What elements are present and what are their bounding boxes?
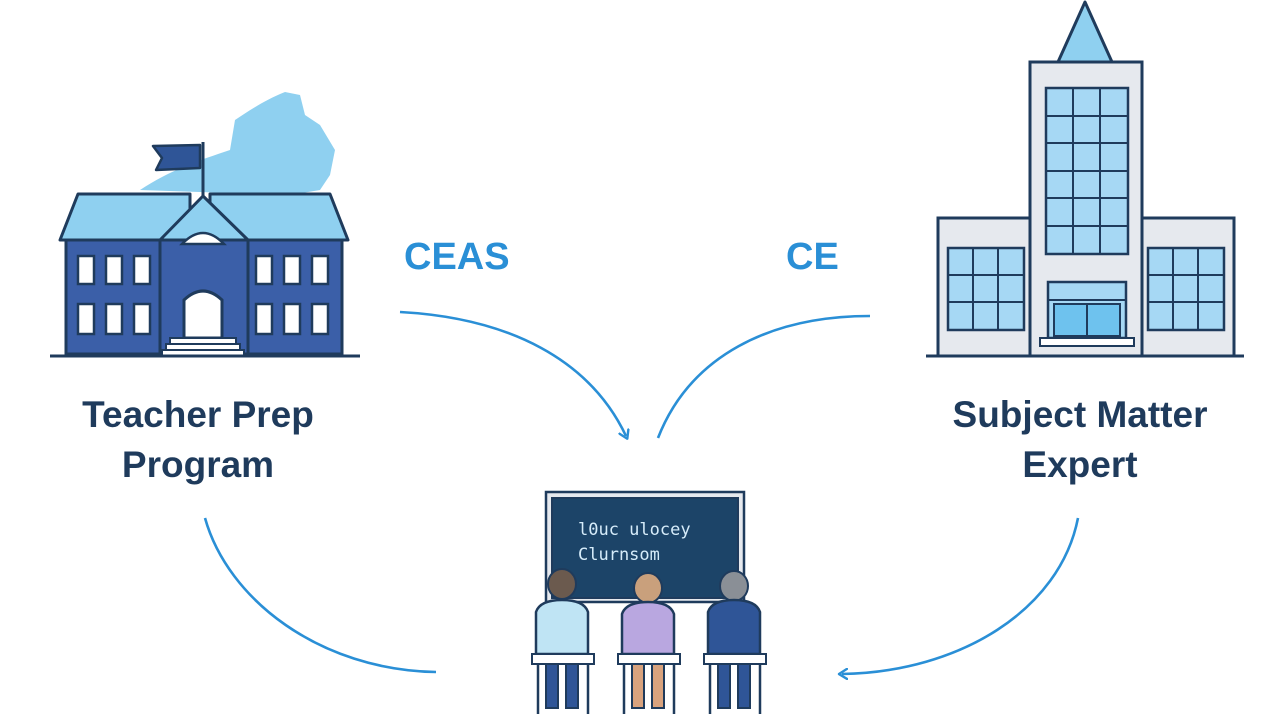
student-left — [531, 568, 595, 714]
pathway-label-ceas: CEAS — [404, 236, 510, 278]
board-text-line2: Clurnsom — [578, 545, 660, 565]
arrow-ceas-to-classroom — [399, 310, 626, 436]
office-tower-icon — [926, 0, 1244, 358]
board-text-line1: l0uc ulocey — [578, 520, 691, 540]
node-label-teacher-prep: Teacher Prep Program — [48, 390, 348, 490]
student-middle — [617, 572, 681, 714]
student-right — [703, 570, 767, 714]
arrow-teacher-prep-to-classroom — [203, 517, 437, 674]
node-label-subject-expert-line2: Expert — [1022, 444, 1138, 485]
arrow-ce-to-classroom — [656, 314, 871, 439]
arrow-subject-expert-to-classroom — [842, 517, 1080, 674]
school-building-icon — [50, 92, 360, 358]
classroom-students-icon: l0uc ulocey Clurnsom — [531, 490, 767, 714]
node-label-subject-expert: Subject Matter Expert — [920, 390, 1240, 490]
node-label-subject-expert-line1: Subject Matter — [952, 394, 1208, 435]
node-label-teacher-prep-line2: Program — [121, 444, 275, 485]
node-label-teacher-prep-line1: Teacher Prep — [82, 394, 314, 435]
pathway-label-ce: CE — [786, 236, 839, 278]
